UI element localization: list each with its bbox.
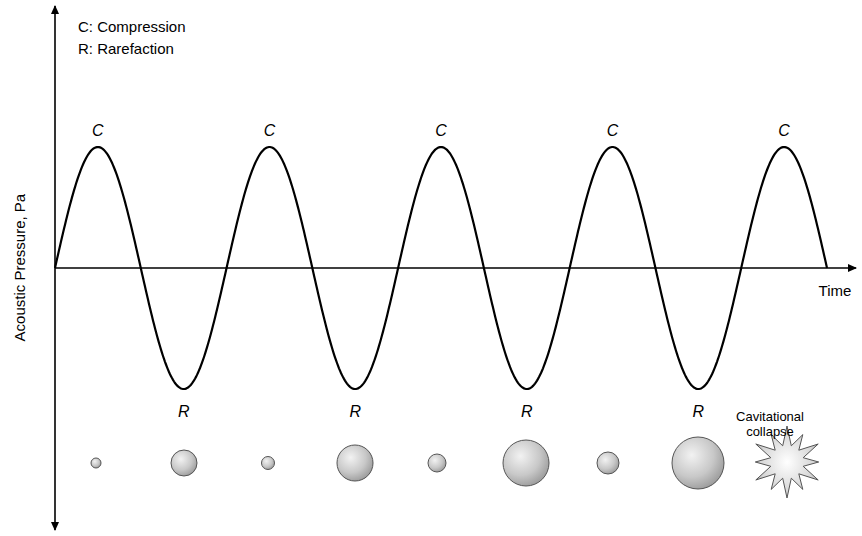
legend-note: R: Rarefaction <box>78 40 174 57</box>
pressure-wave <box>55 147 827 389</box>
bubble <box>91 458 101 468</box>
compression-marker: C <box>264 122 276 140</box>
rarefaction-marker: R <box>693 403 705 421</box>
rarefaction-marker: R <box>349 403 361 421</box>
y-axis-tail <box>54 520 56 530</box>
compression-marker: C <box>778 122 790 140</box>
bubble <box>171 450 197 476</box>
compression-marker: C <box>607 122 619 140</box>
compression-marker: C <box>435 122 447 140</box>
bubble <box>337 445 373 481</box>
bubble <box>428 454 446 472</box>
bubble <box>262 457 275 470</box>
axis-title: Time <box>819 282 852 299</box>
time-axis <box>55 267 856 269</box>
bubble-row <box>91 437 724 489</box>
compression-marker: C <box>92 122 104 140</box>
bubble <box>503 440 549 486</box>
collapse-label: Cavitational collapse <box>730 410 810 440</box>
rarefaction-marker: R <box>521 403 533 421</box>
legend-note: C: Compression <box>78 18 186 35</box>
bubble <box>597 452 619 474</box>
rarefaction-marker: R <box>178 403 190 421</box>
axis-title: Acoustic Pressure, Pa <box>11 194 28 342</box>
bubble <box>672 437 724 489</box>
